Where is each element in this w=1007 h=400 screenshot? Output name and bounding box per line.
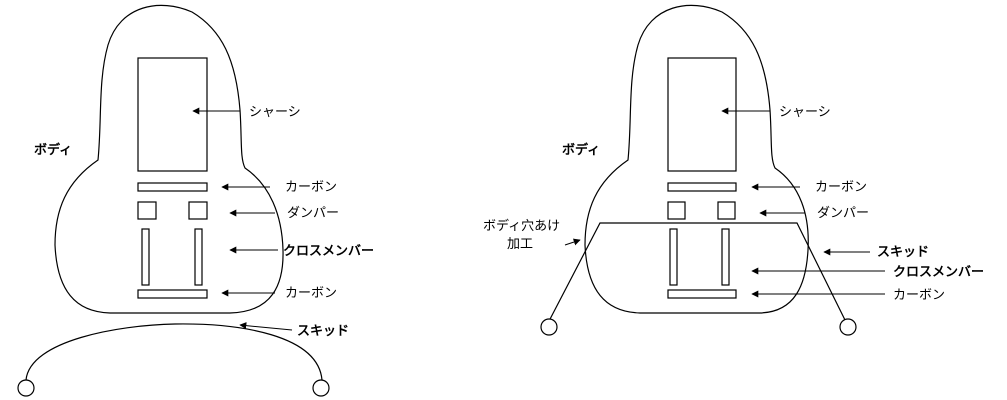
skid-left-wheel: [540, 318, 558, 336]
skid-arrow: [239, 322, 293, 331]
diagram-left: ボディ シャーシ カーボン ダンパー クロスメンバー カーボン スキッド: [17, 4, 374, 397]
carbon-top-label: カーボン: [285, 180, 337, 195]
body-outline: [584, 4, 809, 314]
carbon-bottom-label: カーボン: [893, 288, 945, 303]
carbon-bottom-rect: [137, 289, 208, 299]
skid-label: スキッド: [297, 324, 349, 339]
body-label: ボディ: [562, 142, 600, 158]
damper-left-rect: [667, 201, 686, 220]
cross-member-right-rect: [194, 228, 203, 286]
body-label: ボディ: [34, 142, 72, 158]
damper-label: ダンパー: [817, 206, 869, 221]
carbon-top-rect: [667, 182, 737, 192]
carbon-top-label: カーボン: [815, 180, 867, 195]
carbon-top-rect: [137, 182, 208, 192]
cross-member-label: クロスメンバー: [283, 244, 374, 259]
damper-right-rect: [188, 201, 208, 220]
hole-label-line1: ボディ穴あけ: [483, 218, 560, 234]
cross-member-label: クロスメンバー: [893, 265, 984, 280]
carbon-bottom-label: カーボン: [285, 286, 337, 301]
cross-member-right-rect: [721, 228, 730, 286]
skid-arc: [25, 323, 323, 381]
skid-right-wheel: [839, 318, 857, 336]
chassis-label: シャーシ: [249, 105, 301, 120]
skid-left-wheel: [17, 379, 35, 397]
carbon-bottom-rect: [667, 289, 737, 299]
chassis-rect: [667, 57, 737, 172]
chassis-rect: [137, 57, 208, 172]
cross-member-left-rect: [669, 228, 678, 286]
diagram-right: ボディ シャーシ カーボン ダンパー ボディ穴あけ 加工 スキッド クロスメンバ…: [483, 4, 984, 336]
damper-label: ダンパー: [287, 206, 339, 221]
body-outline: [54, 4, 284, 314]
hole-label-line2: 加工: [507, 237, 533, 252]
damper-left-rect: [137, 201, 157, 220]
skid-label: スキッド: [877, 245, 929, 260]
skid-frame: [547, 222, 847, 324]
hole-arrow: [564, 238, 581, 246]
skid-right-wheel: [312, 379, 330, 397]
damper-right-rect: [717, 201, 736, 220]
cross-member-left-rect: [141, 228, 150, 286]
chassis-label: シャーシ: [779, 105, 831, 120]
